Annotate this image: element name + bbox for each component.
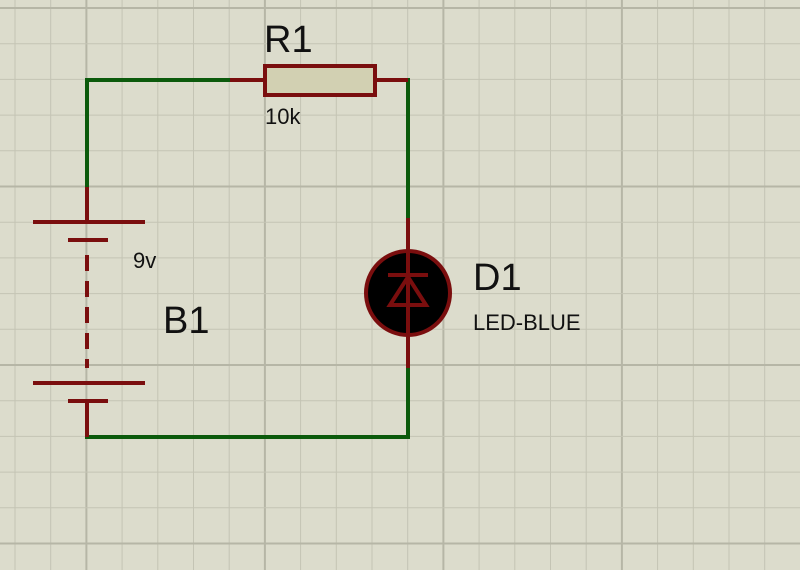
led-value-label[interactable]: LED-BLUE — [473, 310, 581, 335]
battery-ref-label[interactable]: B1 — [163, 300, 209, 342]
wire-battery-top-to-resistor[interactable] — [85, 78, 232, 189]
resistor-r1[interactable] — [230, 64, 408, 97]
led-d1[interactable] — [364, 218, 452, 368]
resistor-body[interactable] — [263, 64, 377, 97]
led-ref-label[interactable]: D1 — [473, 257, 522, 299]
battery-value-label[interactable]: 9v — [133, 248, 156, 273]
led-anode-triangle — [386, 273, 430, 307]
resistor-ref-label[interactable]: R1 — [264, 19, 313, 61]
resistor-value-label[interactable]: 10k — [265, 104, 301, 129]
battery-b1[interactable] — [33, 187, 145, 437]
